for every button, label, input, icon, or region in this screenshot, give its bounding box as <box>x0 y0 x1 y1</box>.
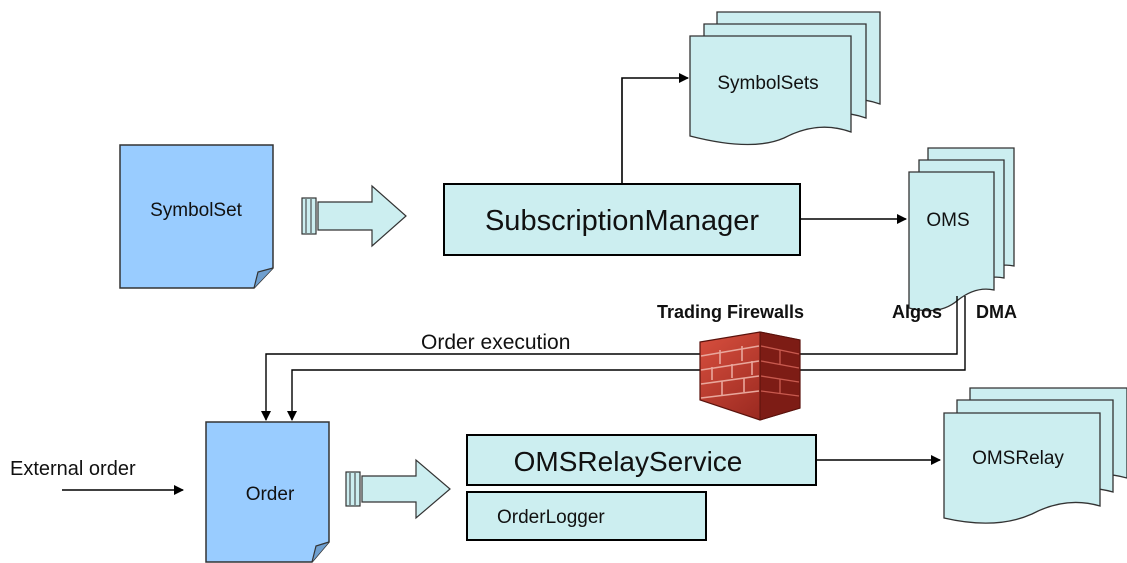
oms-multidocument: OMS <box>908 147 1015 312</box>
oms-relay-multidocument: OMSRelay <box>943 387 1127 524</box>
block-arrow-order <box>345 458 451 520</box>
trading-firewalls-label: Trading Firewalls <box>657 302 804 322</box>
subscription-manager-box: SubscriptionManager <box>443 183 801 256</box>
symbolsets-multidocument: SymbolSets <box>689 11 881 146</box>
order-document: Order <box>205 421 330 563</box>
subscription-manager-label: SubscriptionManager <box>485 205 759 237</box>
oms-relay-label: OMSRelay <box>972 448 1064 469</box>
algos-label: Algos <box>892 302 942 322</box>
connector-dma-to-order <box>287 296 966 421</box>
order-label: Order <box>246 484 295 505</box>
connector-subscription-to-symbolsets <box>621 73 689 184</box>
order-logger-box: OrderLogger <box>466 491 707 541</box>
oms-relay-service-label: OMSRelayService <box>514 446 743 477</box>
connector-algos-to-order <box>261 296 958 421</box>
symbolsets-label: SymbolSets <box>717 73 818 94</box>
order-logger-label: OrderLogger <box>497 507 605 528</box>
dma-label: DMA <box>976 302 1017 322</box>
order-execution-label: Order execution <box>421 331 570 354</box>
symbolset-document: SymbolSet <box>119 144 274 289</box>
symbolset-label: SymbolSet <box>150 200 243 221</box>
oms-relay-service-box: OMSRelayService <box>466 434 817 486</box>
oms-label: OMS <box>926 210 969 231</box>
external-order-label: External order <box>10 458 136 480</box>
block-arrow-symbolset <box>301 184 407 248</box>
firewall-icon <box>699 331 801 421</box>
